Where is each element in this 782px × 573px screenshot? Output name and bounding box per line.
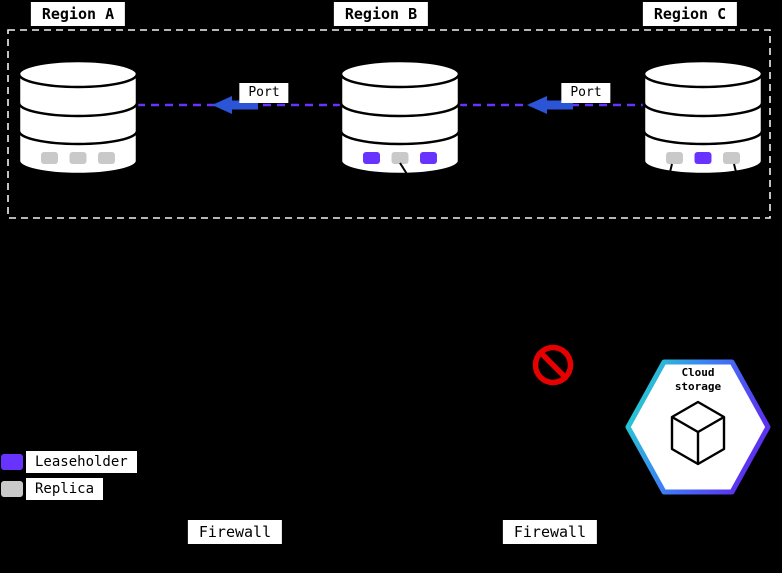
region-b-label: Region B [333, 2, 429, 26]
firewall-label-2: Firewall [502, 520, 598, 544]
leaseholder-slot [420, 152, 437, 164]
dashed-boundary [7, 29, 771, 219]
replica-slot [98, 152, 115, 164]
region-a-label: Region A [30, 2, 126, 26]
replica-slot [666, 152, 683, 164]
regions-boundary-box [7, 29, 771, 219]
leader-line [667, 163, 673, 181]
replica-slot [391, 152, 409, 164]
replica-swatch [1, 481, 23, 498]
database-region-c [642, 59, 764, 181]
cloud-storage-label: Cloud storage [674, 366, 722, 394]
legend-item-leaseholder: Leaseholder [1, 451, 137, 474]
replica-slot [41, 152, 58, 164]
storage-cube-icon [670, 400, 726, 466]
replication-link-b-c [459, 96, 644, 114]
database-region-b [339, 59, 461, 183]
no-symbol-icon [532, 344, 574, 386]
cloud-storage-hexagon [625, 359, 771, 495]
legend-label-leaseholder: Leaseholder [26, 451, 137, 474]
leaseholder-slot [363, 152, 380, 164]
port-label-ab: Port [239, 83, 289, 103]
legend-item-replica: Replica [1, 478, 137, 501]
database-region-a [17, 59, 139, 176]
leaseholder-slot [694, 152, 712, 164]
legend-label-replica: Replica [26, 478, 104, 501]
leader-line [399, 162, 413, 183]
firewall-label-1: Firewall [187, 520, 283, 544]
replica-slot [69, 152, 87, 164]
region-c-label: Region C [642, 2, 738, 26]
leader-line [733, 163, 739, 181]
replica-slot [723, 152, 740, 164]
port-label-bc: Port [561, 83, 611, 103]
legend: Leaseholder Replica [1, 451, 137, 501]
leaseholder-swatch [1, 454, 23, 471]
